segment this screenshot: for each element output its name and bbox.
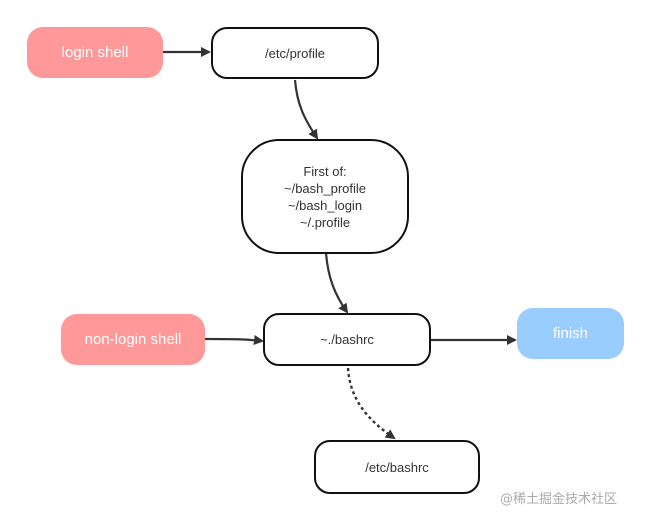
non-login-shell-node: non-login shell [61,314,205,365]
first-of-node: First of: ~/bash_profile ~/bash_login ~/… [241,139,409,254]
login-shell-node: login shell [27,27,163,78]
edge-bashrc-to-etcbashrc [346,367,396,440]
login-shell-label: login shell [61,44,129,61]
first-of-item: ~/bash_profile [283,180,367,196]
etc-bashrc-node: /etc/bashrc [314,440,480,494]
finish-label: finish [552,325,589,342]
etc-profile-node: /etc/profile [211,27,379,79]
first-of-item: ~/bash_login [287,197,363,213]
non-login-shell-label: non-login shell [84,331,182,348]
etc-profile-label: /etc/profile [265,45,325,61]
watermark: @稀土掘金技术社区 [500,492,618,507]
finish-node: finish [517,308,624,359]
bashrc-home-node: ~./bashrc [263,313,431,366]
first-of-heading: First of: [303,163,347,179]
etc-bashrc-label: /etc/bashrc [365,459,429,475]
edge-profile-to-firstof [293,79,319,140]
edge-firstof-to-bashrc [324,252,349,314]
bashrc-home-label: ~./bashrc [320,332,374,347]
edge-nonlogin-to-bashrc [204,335,264,345]
first-of-item: ~/.profile [299,214,351,230]
